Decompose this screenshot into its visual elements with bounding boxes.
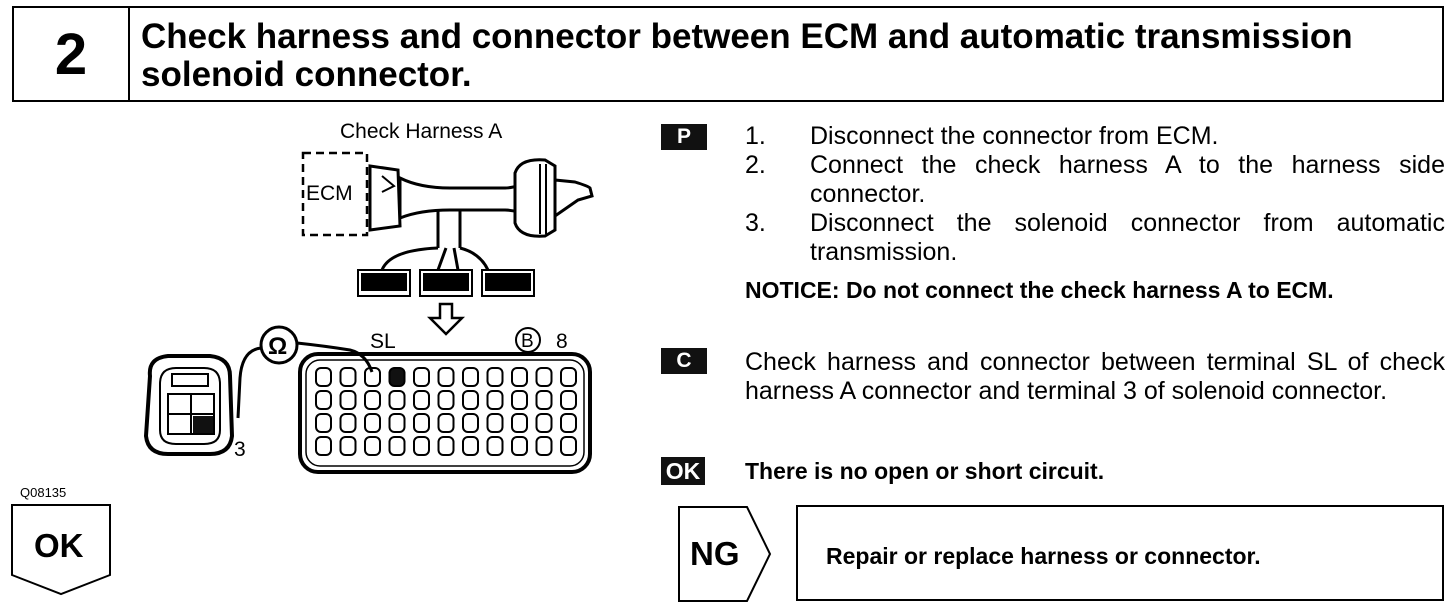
ok-flow-arrow	[11, 504, 111, 596]
probe-wire-sl	[296, 341, 374, 373]
procedure-tag: P	[661, 124, 707, 150]
connector-pin	[560, 390, 577, 410]
ohm-symbol: Ω	[268, 333, 287, 360]
harness-body	[398, 174, 532, 221]
connector-pin	[486, 390, 504, 410]
connector-pin	[437, 390, 455, 410]
connector-pin	[462, 367, 479, 387]
connector-pin	[462, 390, 479, 410]
connector-pin	[339, 413, 357, 433]
connector-pin	[315, 436, 332, 456]
ng-flow-arrow	[678, 506, 772, 602]
connector-pin	[413, 413, 430, 433]
connector-pin	[486, 436, 504, 456]
terminal-8-label: 8	[556, 330, 568, 353]
harness-branch	[436, 210, 462, 248]
connector-pin	[413, 390, 430, 410]
connector-pin	[364, 413, 381, 433]
connector-pin	[437, 367, 455, 387]
connector-pin	[560, 367, 577, 387]
notice-text: NOTICE: Do not connect the check harness…	[745, 277, 1334, 303]
connector-pin	[462, 413, 479, 433]
connector-pin	[511, 367, 528, 387]
connector-pin	[315, 390, 332, 410]
connector-pin	[339, 436, 357, 456]
harness-connectors	[357, 269, 535, 297]
connector-pin	[535, 367, 553, 387]
ecm-dashed-box	[301, 151, 369, 237]
ecm-label: ECM	[306, 182, 353, 205]
connector-pin	[388, 390, 406, 410]
ohmmeter	[259, 325, 299, 365]
ok-tag: OK	[661, 457, 705, 485]
procedure-steps: 1. Disconnect the connector from ECM. 2.…	[745, 122, 1445, 267]
connector-pin	[437, 413, 455, 433]
ok-result-text: There is no open or short circuit.	[745, 458, 1105, 484]
connector-b-label: B	[521, 331, 534, 352]
connector-pin	[413, 436, 430, 456]
step-title: Check harness and connector between ECM …	[141, 17, 1353, 94]
connector-pin	[462, 436, 479, 456]
connector-pin	[560, 436, 577, 456]
check-harness-label: Check Harness A	[340, 120, 502, 143]
step-header: 2 Check harness and connector between EC…	[12, 6, 1444, 102]
connector-pin	[364, 367, 381, 387]
terminal-3-label: 3	[234, 438, 246, 461]
connector-pin	[339, 390, 357, 410]
terminal-sl-label: SL	[370, 330, 396, 353]
harness-left-connector	[368, 164, 402, 232]
check-harness-connector-b	[298, 352, 592, 474]
connector-pin	[364, 436, 381, 456]
figure-id: Q08135	[20, 485, 67, 500]
connector-pin	[486, 413, 504, 433]
probe-wire-3	[236, 346, 262, 419]
connector-pin	[388, 436, 406, 456]
connector-pin	[388, 367, 406, 387]
connector-pin	[535, 413, 553, 433]
ng-label: NG	[690, 535, 740, 572]
connector-pin	[364, 390, 381, 410]
procedure-step: 1. Disconnect the connector from ECM.	[745, 122, 1219, 150]
connector-pin	[388, 413, 406, 433]
connector-pin	[437, 436, 455, 456]
check-text: Check harness and connector between term…	[745, 348, 1445, 405]
step-number: 2	[14, 8, 130, 100]
ng-action-text: Repair or replace harness or connector.	[826, 543, 1261, 569]
ng-action-box	[796, 505, 1444, 601]
connector-pin	[511, 436, 528, 456]
connector-pin	[511, 413, 528, 433]
connector-pin	[535, 390, 553, 410]
connector-pin	[535, 436, 553, 456]
connector-pin	[315, 367, 332, 387]
connector-pin	[339, 367, 357, 387]
solenoid-connector	[143, 354, 235, 456]
connector-pin	[315, 413, 332, 433]
check-tag: C	[661, 348, 707, 374]
connector-pin	[413, 367, 430, 387]
procedure-step: 2. Connect the check harness A to the ha…	[745, 151, 1445, 208]
down-arrow	[426, 302, 466, 336]
procedure-step: 3. Disconnect the solenoid connector fro…	[745, 209, 1445, 266]
ok-flow-label: OK	[34, 527, 84, 564]
connector-pin	[560, 413, 577, 433]
connector-pin	[486, 367, 504, 387]
check-harness-diagram: Check Harness A ECM SL B 8	[143, 120, 594, 474]
connector-pin	[511, 390, 528, 410]
harness-right-connector	[513, 158, 557, 238]
